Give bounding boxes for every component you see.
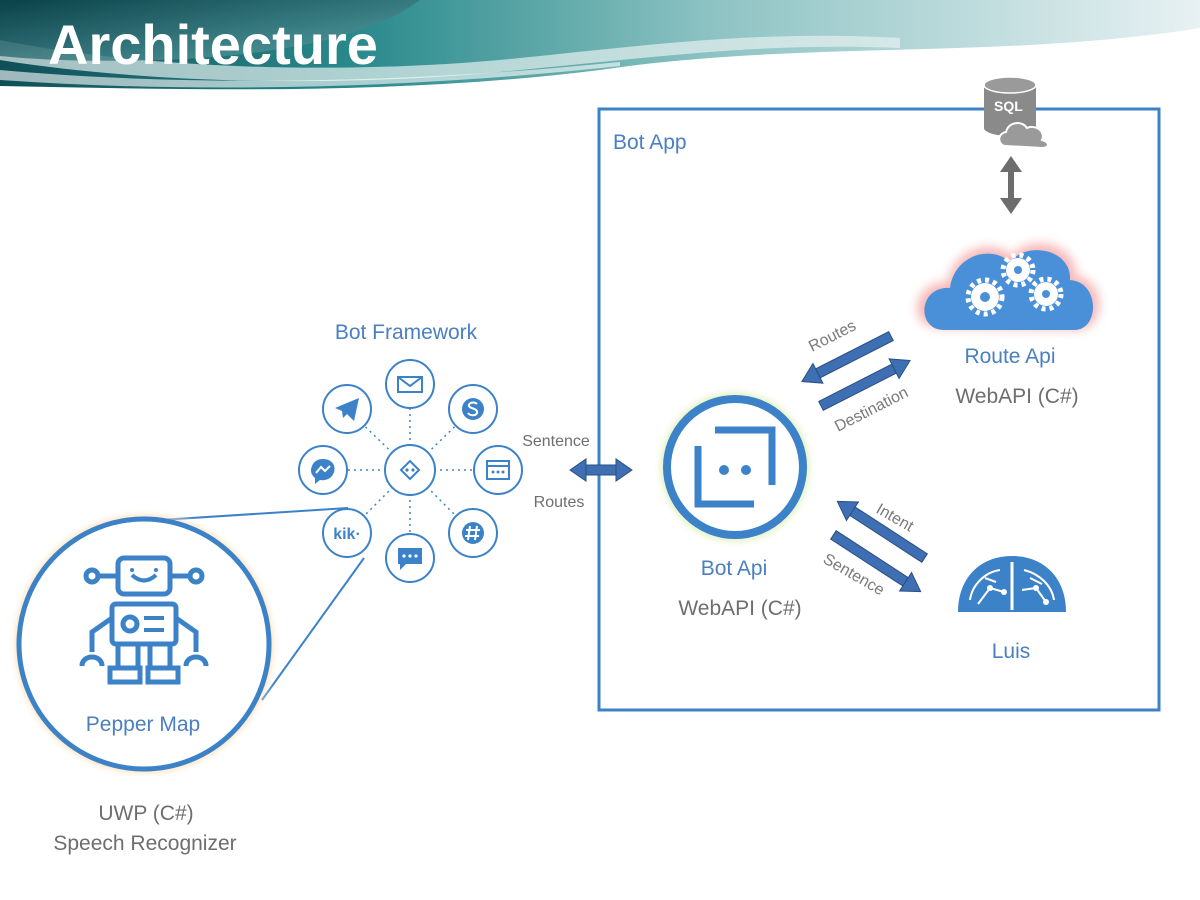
bot-api-tech: WebAPI (C#) <box>678 597 801 620</box>
bot-api-label: Bot Api <box>701 557 768 580</box>
bot-app-label: Bot App <box>613 131 687 154</box>
telegram-icon <box>322 384 372 434</box>
route-api-label: Route Api <box>964 345 1055 368</box>
webchat-icon <box>473 445 523 495</box>
pepper-map-label: Pepper Map <box>86 713 200 736</box>
framework-botapp-double-arrow <box>569 458 633 482</box>
sms-icon <box>385 533 435 583</box>
gear-icon <box>1000 252 1036 288</box>
bot-framework-label: Bot Framework <box>335 321 478 344</box>
gear-icon <box>965 277 1005 317</box>
sql-database-icon: SQL <box>983 76 1049 150</box>
luis-label: Luis <box>992 640 1031 663</box>
routes-arrow-label: Routes <box>806 317 859 355</box>
callout-line-bottom <box>261 557 365 701</box>
arrow-to-route-api <box>818 358 911 412</box>
arrow-to-luis <box>830 530 922 593</box>
kik-icon: kik· <box>322 508 372 558</box>
pepper-map-tech: UWP (C#) <box>98 802 193 825</box>
sql-route-double-arrow <box>1000 156 1022 214</box>
page-title: Architecture <box>48 13 378 76</box>
pepper-map-subtitle: Speech Recognizer <box>53 832 236 855</box>
route-api-tech: WebAPI (C#) <box>955 385 1078 408</box>
arrow-to-bot-api <box>801 330 894 384</box>
title-banner <box>0 0 1200 90</box>
route-arrows <box>801 330 911 412</box>
slack-icon <box>448 508 498 558</box>
sql-label: SQL <box>994 98 1023 114</box>
bot-api-icon <box>653 385 817 549</box>
email-icon <box>385 359 435 409</box>
robot-icon <box>79 555 209 685</box>
route-api-cloud-icon <box>917 243 1100 330</box>
messenger-icon <box>298 445 348 495</box>
brain-icon <box>958 556 1066 612</box>
sentence-label-framework: Sentence <box>522 433 590 450</box>
gear-icon <box>1028 276 1064 312</box>
kik-label: kik· <box>333 526 361 543</box>
bot-app-container <box>597 107 1161 712</box>
code-icon <box>384 444 436 496</box>
pepper-map-node: Pepper Map <box>8 508 280 780</box>
routes-label-framework: Routes <box>534 494 585 511</box>
arrow-to-bot-api-from-luis <box>836 500 928 563</box>
skype-icon <box>448 384 498 434</box>
luis-arrows <box>830 500 928 593</box>
bot-framework-hub: kik· <box>298 359 523 583</box>
